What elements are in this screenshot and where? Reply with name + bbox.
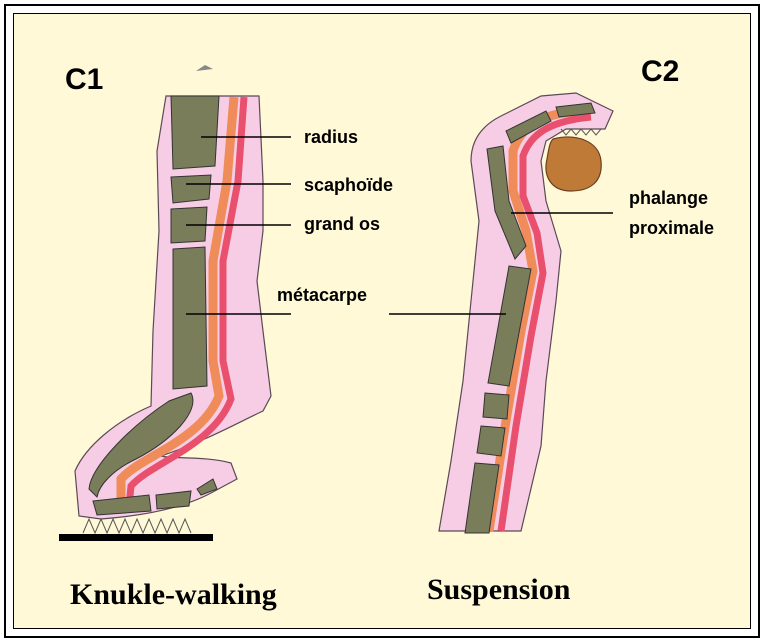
held-object xyxy=(546,137,601,191)
ground-bumps xyxy=(83,519,191,533)
caption-knuckle-walking: Knukle-walking xyxy=(70,578,277,611)
label-scaphoid: scaphoïde xyxy=(304,175,393,195)
figure-frame: C1 C2 radius scaphoïde grand os métacarp… xyxy=(4,4,760,638)
hand-diagram: C1 C2 radius scaphoïde grand os métacarp… xyxy=(14,14,750,628)
label-radius: radius xyxy=(304,127,358,147)
panel-id-c1: C1 xyxy=(65,63,103,96)
grip-bumps xyxy=(561,129,601,135)
diagram-panel: C1 C2 radius scaphoïde grand os métacarp… xyxy=(13,13,751,629)
label-metacarpal: métacarpe xyxy=(277,285,367,305)
label-capitate: grand os xyxy=(304,214,380,234)
panel-id-c2: C2 xyxy=(641,55,679,88)
caption-suspension: Suspension xyxy=(427,573,571,606)
left-bone-scaphoid xyxy=(171,175,211,203)
ground-bar xyxy=(59,534,213,541)
right-bone-carpal-2 xyxy=(477,426,505,456)
label-phalanx-line1: phalange xyxy=(629,188,708,208)
right-bone-carpal-1 xyxy=(483,393,509,419)
suspension-hand xyxy=(439,93,613,533)
small-mark xyxy=(196,65,213,71)
left-bone-radius xyxy=(171,96,219,169)
left-bone-metacarpal xyxy=(173,247,207,389)
label-phalanx-line2: proximale xyxy=(629,218,714,238)
